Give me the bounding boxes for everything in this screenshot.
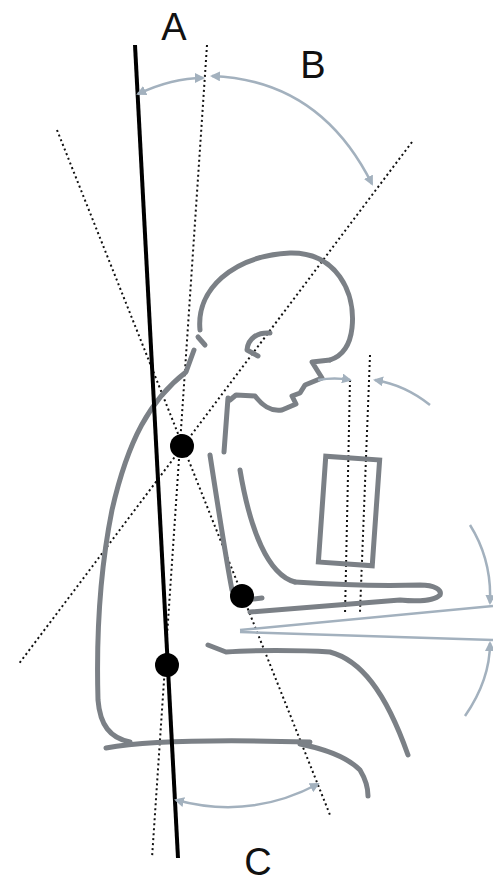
angle-label: C [244,843,271,881]
tablet [318,456,379,566]
angle-label: A [161,8,186,46]
joint-dots [155,434,254,677]
reference-lines [18,45,412,858]
angle-label: B [300,46,325,84]
forearm-lines [240,606,493,640]
angle-arcs [138,76,490,807]
